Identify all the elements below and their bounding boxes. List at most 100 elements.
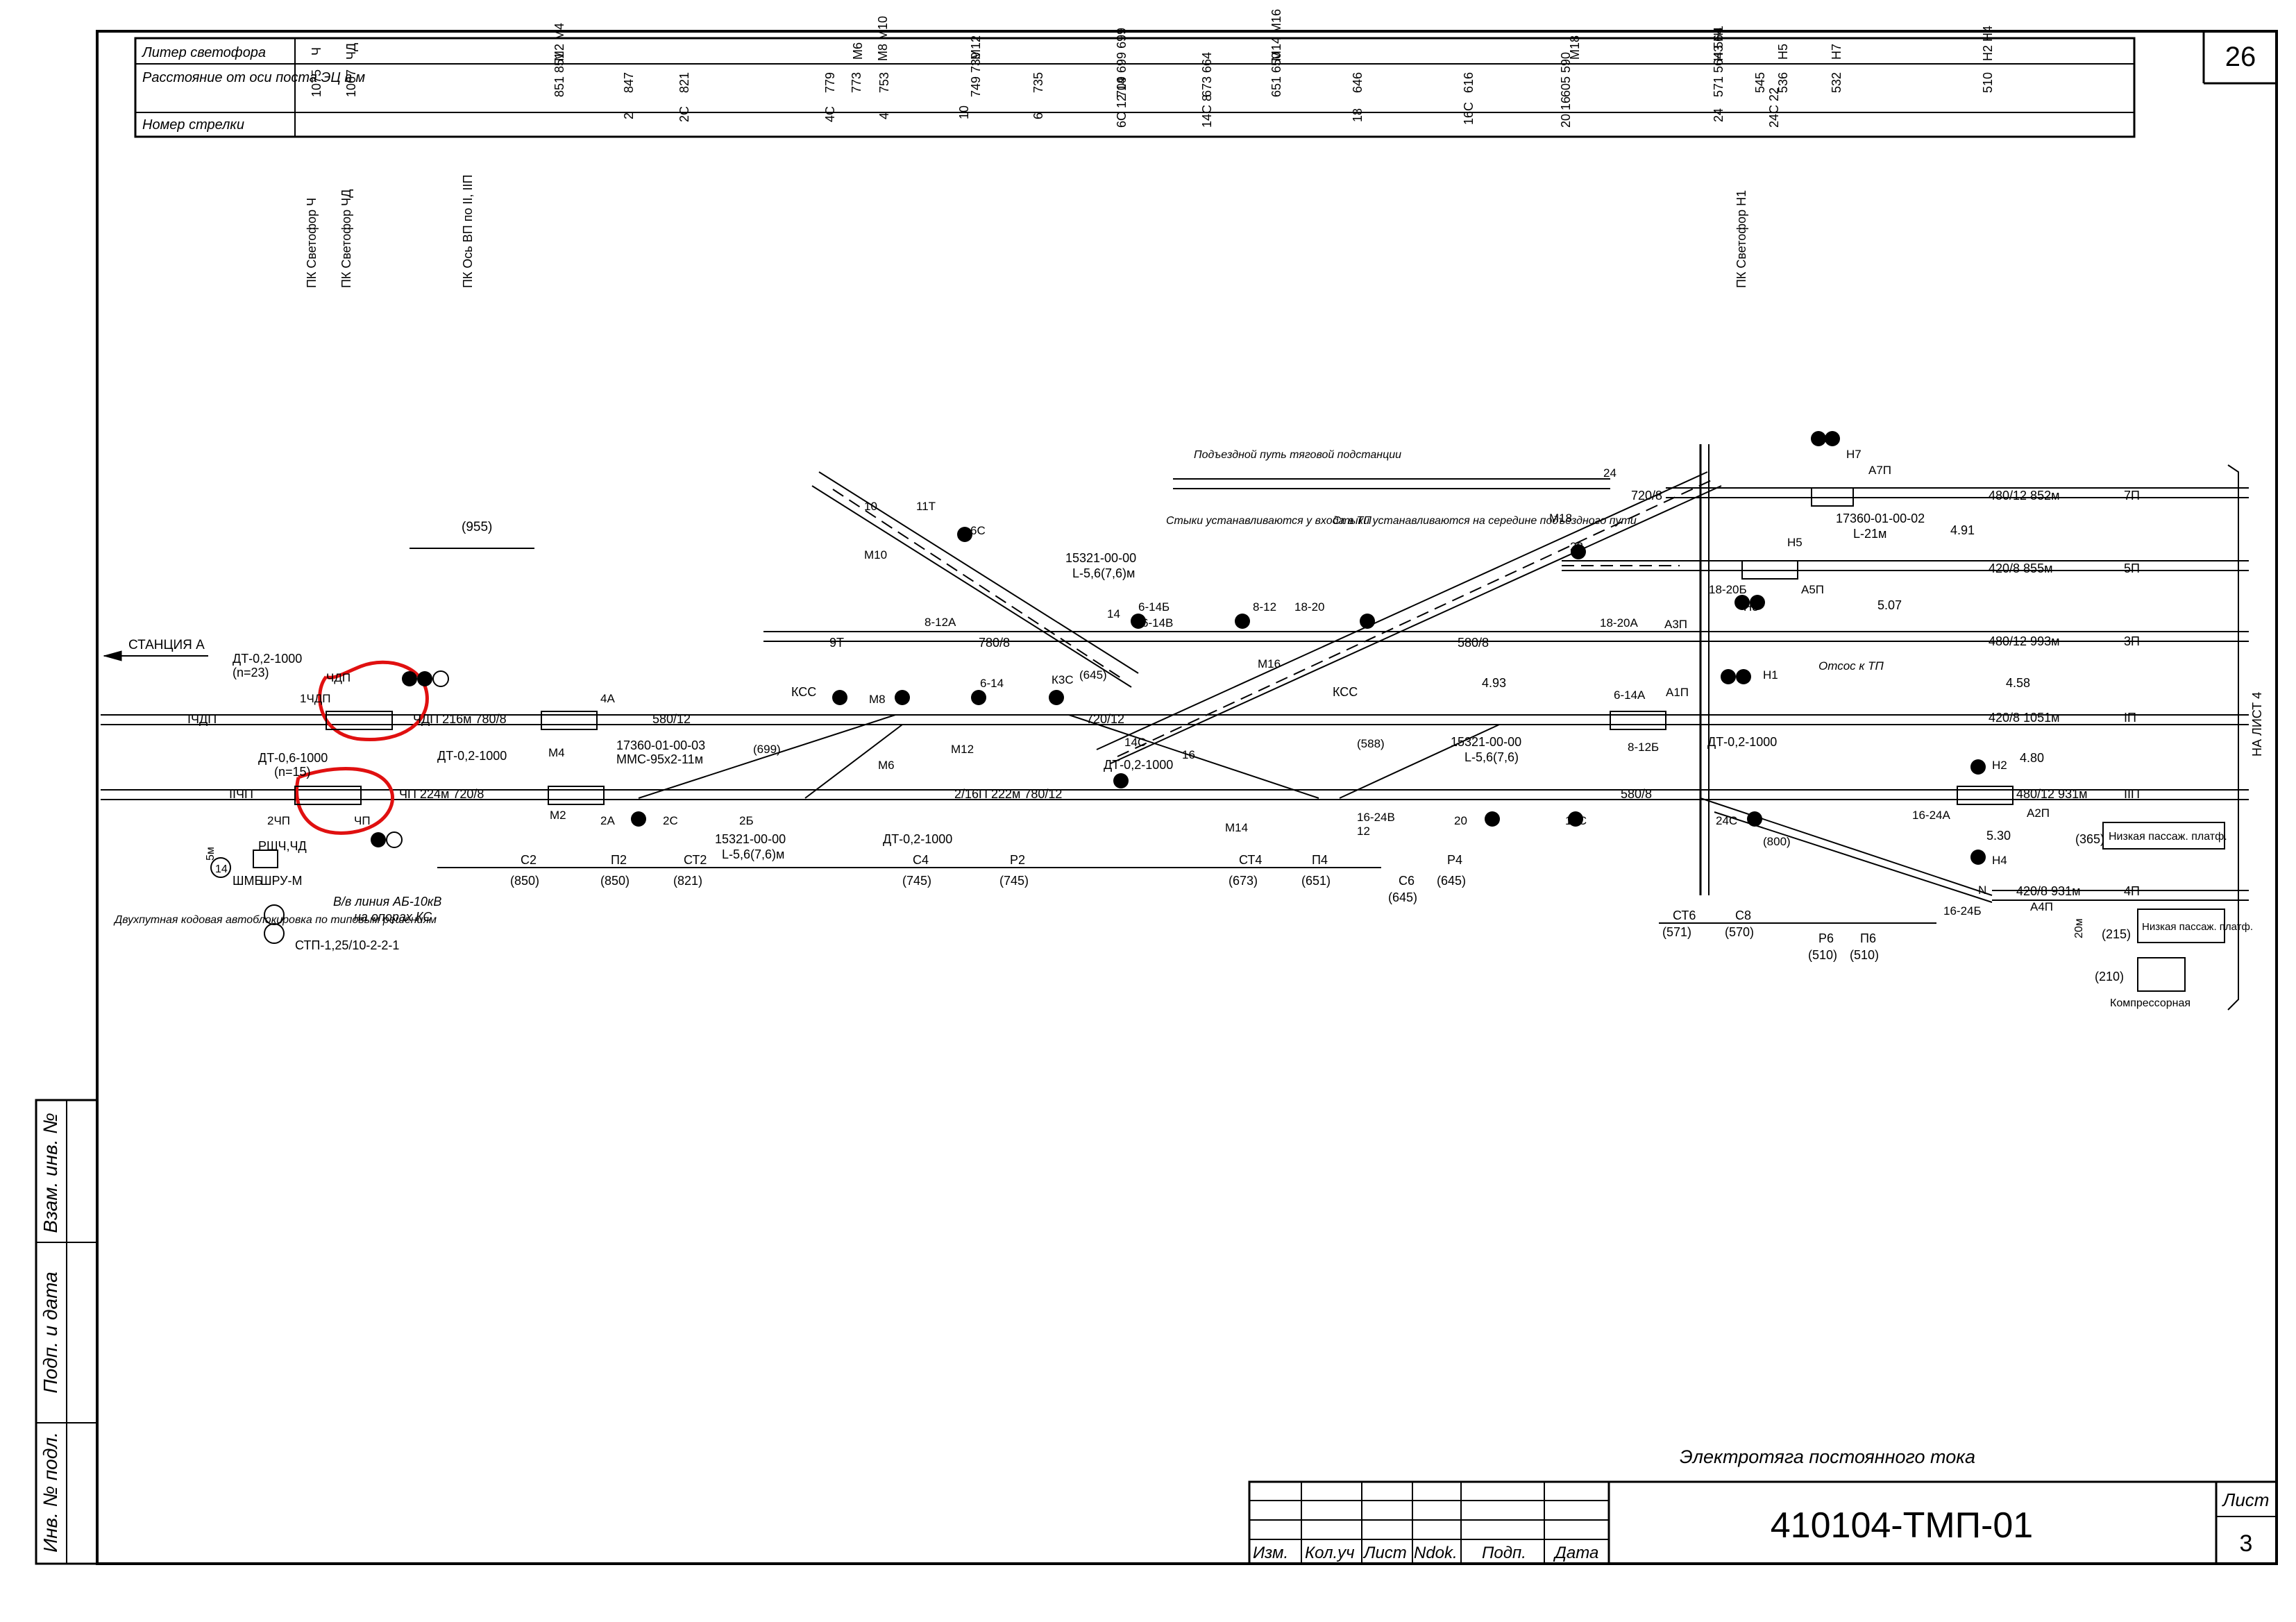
- distance-value: 510: [1981, 72, 1995, 93]
- track-3p: 480/12 993м: [1989, 634, 2059, 648]
- signal-name: Н5: [1776, 44, 1790, 60]
- track-580-12: 580/12: [652, 712, 691, 726]
- block-signal-dist: (651): [1301, 874, 1331, 888]
- mark: Н5: [1787, 536, 1803, 549]
- block-signal-dist: (745): [999, 874, 1029, 888]
- sheet-frame: 26: [96, 30, 2278, 1565]
- mark: 4А: [600, 692, 615, 705]
- mark: (699): [753, 743, 781, 756]
- track-9t-label: 780/8: [979, 636, 1010, 650]
- track-iichp-label: ЧП 224м 720/8: [399, 787, 484, 801]
- distance-value: 753: [877, 72, 891, 93]
- mark: 2С: [663, 814, 678, 827]
- side-stamp: Взам. инв. № Подп. и дата Инв. № подл.: [35, 1099, 99, 1565]
- block-signal-name: П6: [1860, 931, 1876, 945]
- to-sheet-label: НА ЛИСТ 4: [2250, 692, 2264, 757]
- mark: А2П: [2027, 806, 2050, 820]
- n23: (n=23): [233, 666, 269, 679]
- block-signal-dist: (570): [1725, 925, 1754, 939]
- track-2-16p: 2/16П 222м 780/12: [954, 787, 1062, 801]
- mark: 18-20А: [1600, 616, 1638, 630]
- mark: 8-12Б: [1628, 741, 1659, 754]
- ref-15321-c: 15321-00-00: [715, 832, 786, 846]
- signal-name: Н7: [1830, 44, 1843, 60]
- track-layout: [101, 444, 2249, 1011]
- distance-value: 847: [622, 72, 636, 93]
- distance-value: 773: [850, 72, 863, 93]
- ref-mms: ММС-95х2-11м: [616, 752, 703, 766]
- mark: 8-12: [1253, 600, 1276, 614]
- track-720-12: 720/12: [1086, 712, 1124, 726]
- track-580-8: 580/8: [1458, 636, 1489, 650]
- mark: (645): [1079, 668, 1107, 682]
- block-signal-dist: (510): [1808, 948, 1837, 962]
- relay: РШЧ,ЧД: [258, 839, 307, 853]
- track-iip: 480/12 931м: [2016, 787, 2087, 801]
- switch-number: 2: [622, 112, 636, 119]
- stp: СТП-1,25/10-2-2-1: [295, 938, 399, 952]
- mark: 2Б: [739, 814, 754, 827]
- dim5m: 5м: [205, 847, 217, 861]
- switch-number: 16С: [1462, 102, 1476, 125]
- track-num: 5.07: [1877, 598, 1902, 612]
- dt-right: ДТ-0,2-1000: [1707, 735, 1777, 749]
- track-num: 5.30: [1986, 829, 2011, 843]
- mark: 1ЧДП: [300, 692, 331, 705]
- row-label-signal: Литер светофора: [141, 45, 266, 60]
- stamp-sign-date: Подп. и дата: [40, 1272, 61, 1393]
- mark: ЧП: [354, 814, 371, 827]
- platform-2: Низкая пассаж. платф.: [2142, 921, 2253, 933]
- note-signal-ch: ПК Светофор Ч: [305, 198, 319, 288]
- block-signal-dist: (571): [1662, 925, 1691, 939]
- block-signal-dist: (850): [510, 874, 539, 888]
- track-num: 4.93: [1482, 676, 1506, 690]
- signal-name: М6: [851, 42, 865, 60]
- mark: N: [1978, 884, 1986, 897]
- distance-value: 749 739: [969, 52, 983, 97]
- mark: 16-24А: [1912, 809, 1950, 822]
- mark: 6-14Б: [1138, 600, 1170, 614]
- track-720-8: 720/8: [1631, 489, 1662, 502]
- switch-number: 4: [877, 112, 891, 119]
- joints-entry-label: Стыки устанавливаются у входа в ТП: [1166, 515, 1371, 527]
- block-signal-dist: (821): [673, 874, 702, 888]
- distance-value: 605 590: [1559, 52, 1573, 97]
- mark: М18: [1549, 512, 1572, 525]
- block-signal-dist: (645): [1437, 874, 1466, 888]
- switch-number: 2С: [677, 106, 691, 122]
- block-signal-dist: (850): [600, 874, 630, 888]
- title-col: Лист: [1362, 1544, 1407, 1562]
- signal-name: Н3 Н1: [1712, 26, 1725, 61]
- block-signal-dist: (673): [1229, 874, 1258, 888]
- block-signal-p6: П6 (510): [1850, 931, 1879, 962]
- distance-value: 821: [677, 72, 691, 93]
- block-signal-name: СТ6: [1673, 909, 1696, 922]
- mark: 18-20Б: [1709, 583, 1747, 596]
- mark: 14: [1107, 607, 1120, 620]
- dt-top: ДТ-0,2-1000: [233, 652, 302, 666]
- stamp-inv-orig: Инв. № подл.: [40, 1432, 61, 1553]
- mark: М14: [1225, 821, 1248, 834]
- red-annotations: [295, 660, 429, 835]
- block-signal-r6: Р6 (510): [1808, 931, 1837, 962]
- mark: 24С: [1716, 814, 1737, 827]
- note-axis: ПК Ось ВП по II, IIП: [461, 175, 475, 288]
- mark: 2А: [600, 814, 615, 827]
- mark: 16: [1182, 748, 1195, 761]
- switch-number: 24С 22: [1767, 87, 1781, 128]
- mark: Н7: [1846, 448, 1862, 461]
- distance-value: 1075: [310, 69, 323, 97]
- ref-17360-a: 17360-01-00-03: [616, 738, 705, 752]
- block-signal-dist: (745): [902, 874, 931, 888]
- row-label-switch: Номер стрелки: [142, 117, 244, 133]
- signal-name: Ч: [310, 47, 323, 56]
- switch-number: 24: [1712, 108, 1725, 122]
- mark: А3П: [1664, 618, 1687, 631]
- track-num: 4.91: [1950, 523, 1975, 537]
- mark: М2: [550, 809, 566, 822]
- block-signal-ct6: СТ6 (571): [1662, 909, 1696, 939]
- block-signal-p4: П4 (651): [1301, 853, 1331, 888]
- approach-track-label: Подъездной путь тяговой подстанции: [1194, 449, 1401, 461]
- block-signal-p2: П2 (850): [600, 853, 630, 888]
